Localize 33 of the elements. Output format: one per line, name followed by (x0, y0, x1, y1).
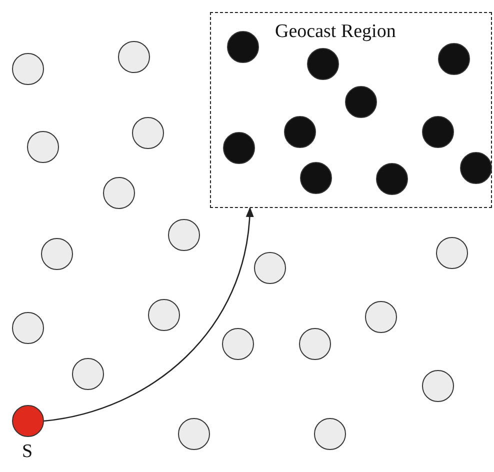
dashed-region-box (210, 12, 492, 208)
node-label: S (22, 441, 33, 463)
node-circle (376, 162, 408, 195)
node-circle (148, 299, 180, 331)
node-circle (460, 152, 492, 184)
node-circle (41, 238, 73, 270)
node-circle (436, 237, 468, 269)
node-circle (422, 370, 454, 402)
node-circle (222, 132, 255, 164)
node-circle (365, 301, 397, 333)
node-circle (284, 116, 316, 148)
node-circle (222, 328, 254, 360)
node-circle (226, 30, 259, 63)
curved-arrow (44, 207, 254, 422)
node-circle (178, 418, 210, 450)
node-circle (168, 219, 200, 251)
node-circle (254, 252, 286, 284)
node-circle (314, 418, 346, 450)
source-node-circle (12, 405, 44, 437)
node-circle (118, 41, 150, 73)
node-circle (132, 117, 164, 149)
region-title: Geocast Region (275, 21, 396, 43)
node-circle (103, 177, 135, 209)
node-circle (27, 131, 59, 163)
node-circle (438, 42, 470, 75)
node-circle (344, 86, 377, 118)
node-circle (12, 53, 44, 85)
node-circle (422, 116, 454, 148)
node-circle (300, 162, 332, 194)
node-circle (299, 328, 331, 360)
node-circle (12, 312, 44, 344)
node-circle (306, 48, 339, 80)
node-circle (72, 358, 104, 390)
